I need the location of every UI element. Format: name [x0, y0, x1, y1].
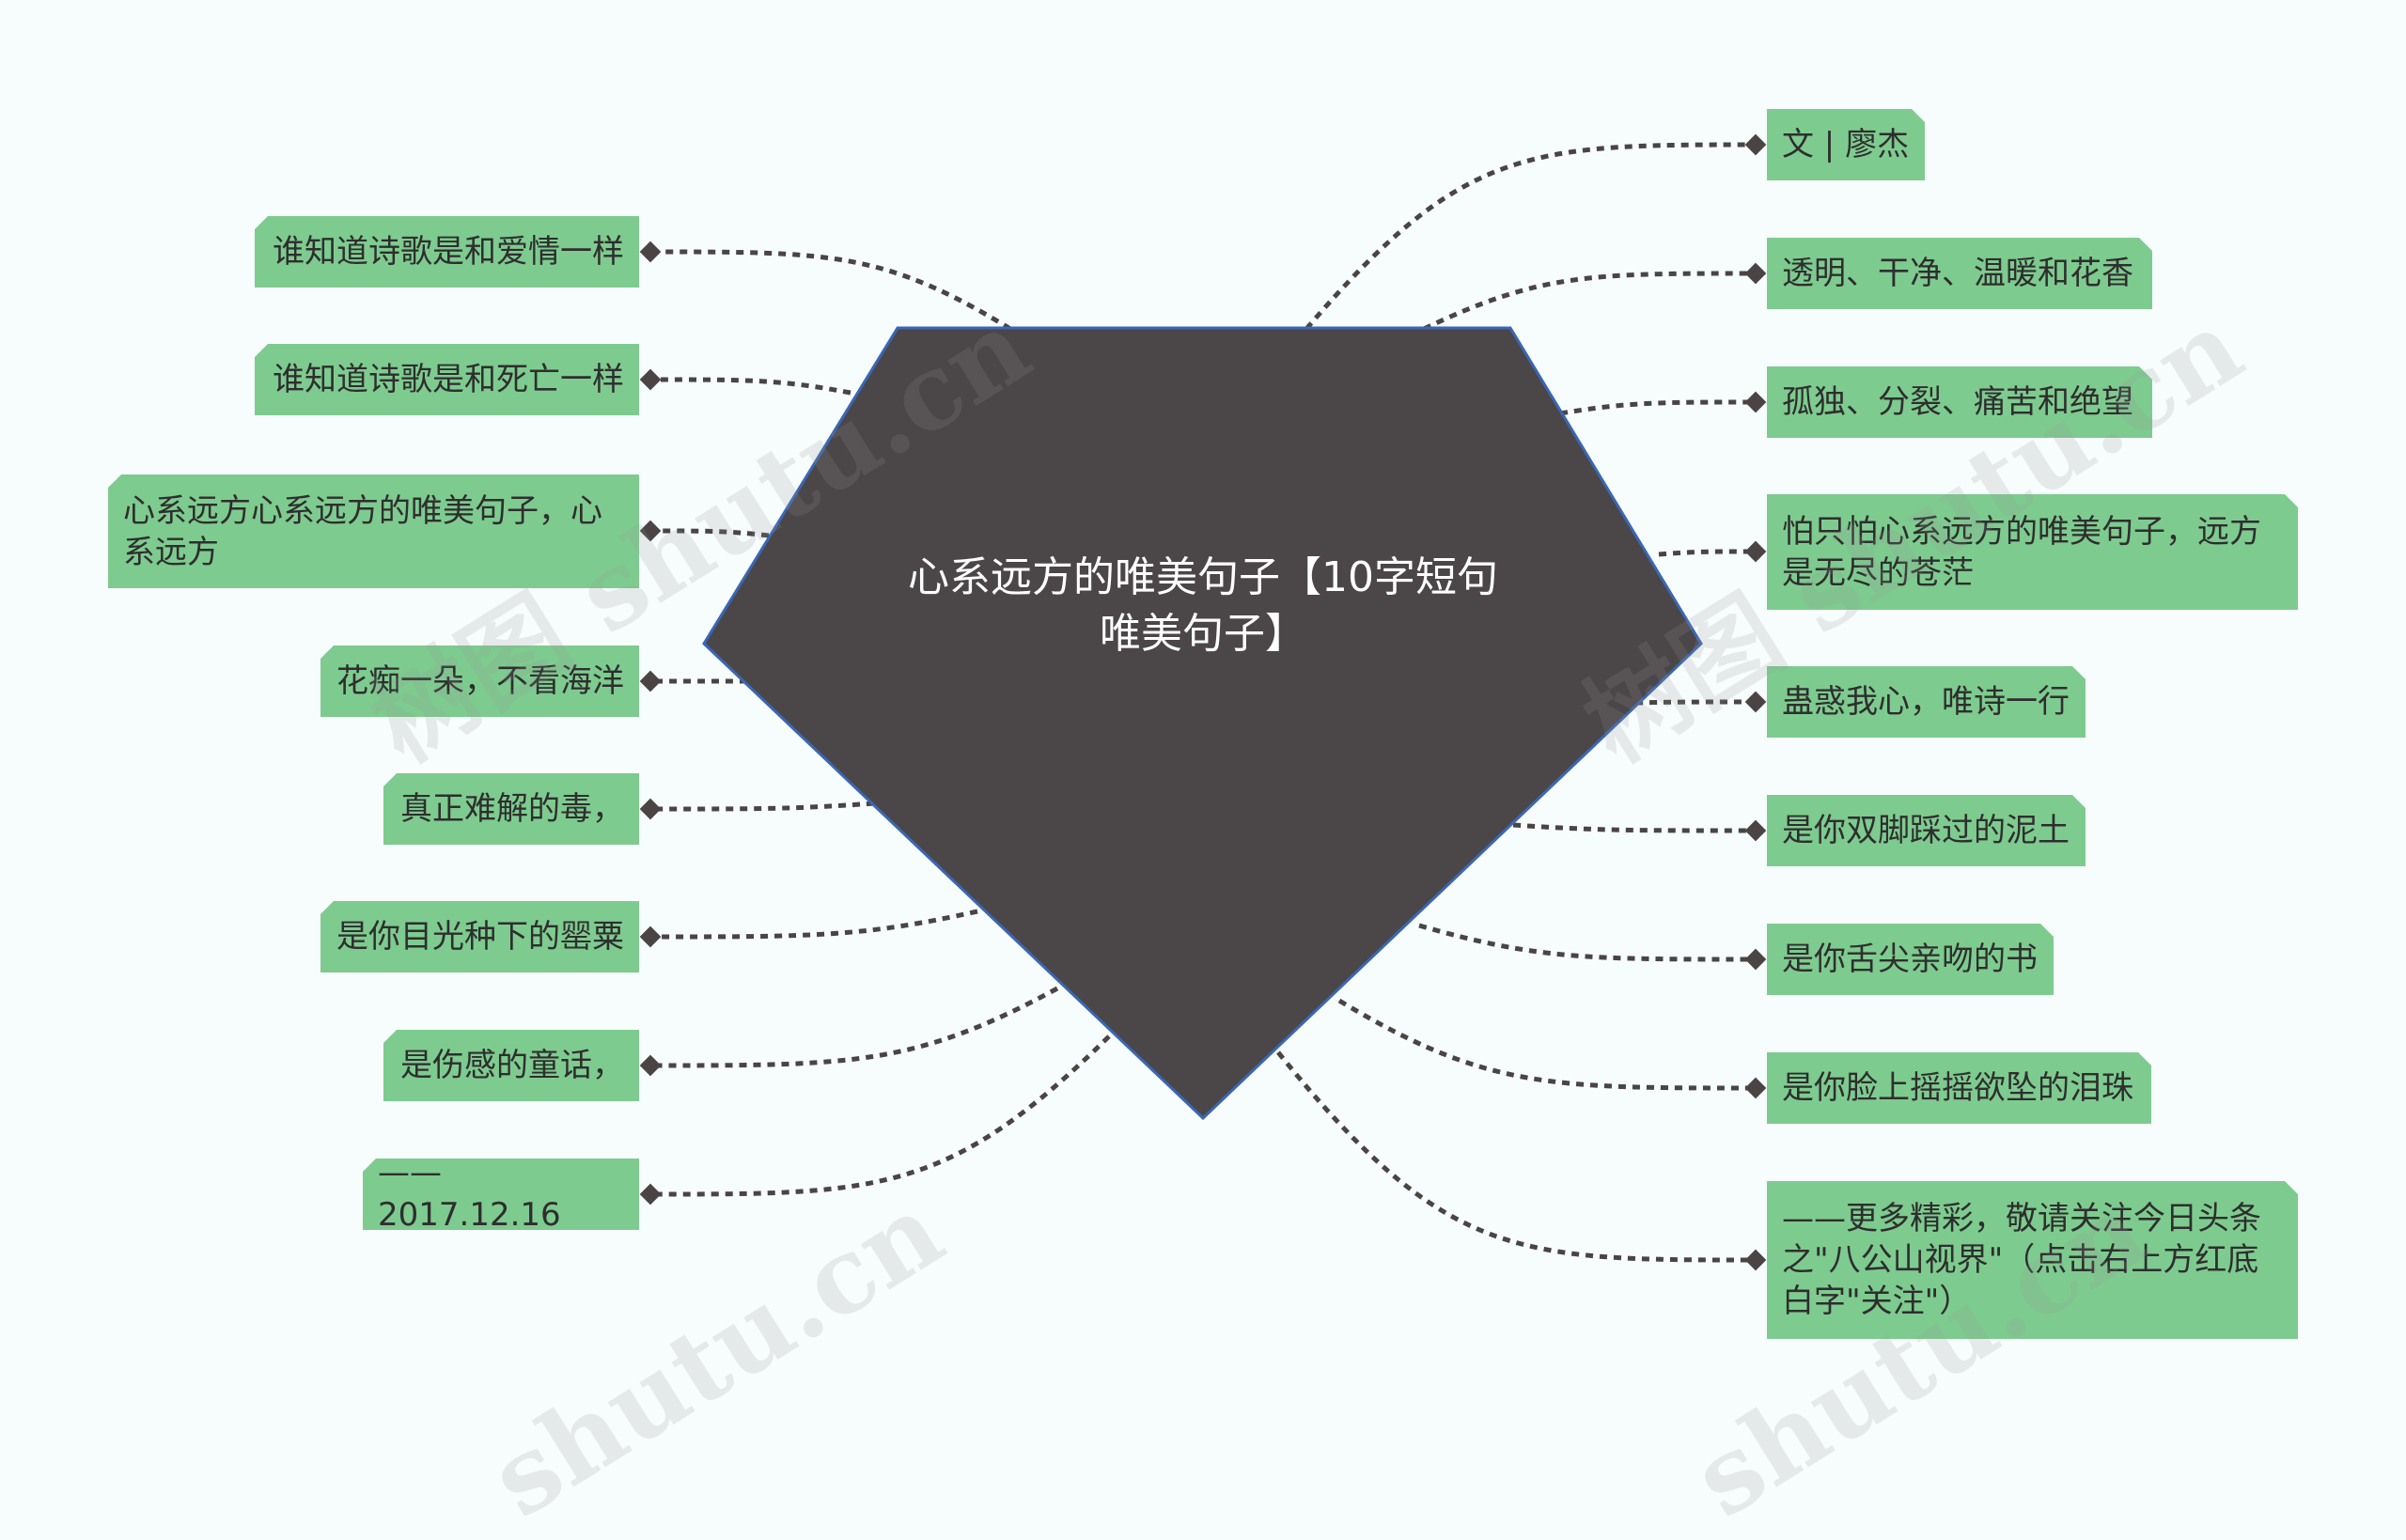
right-connector-2-diamond-icon	[1744, 262, 1767, 285]
right-connector-4-diamond-icon	[1744, 540, 1767, 563]
left-connector-4-diamond-icon	[639, 670, 662, 692]
right-node-5-text: 蛊惑我心，唯诗一行	[1782, 682, 2070, 721]
right-node-3[interactable]: 孤独、分裂、痛苦和绝望	[1767, 366, 2152, 438]
left-connector-2-diamond-icon	[639, 368, 662, 391]
left-connector-7-diamond-icon	[639, 1054, 662, 1077]
left-node-1[interactable]: 谁知道诗歌是和爱情一样	[255, 216, 639, 288]
left-node-4-text: 花痴一朵，不看海洋	[336, 661, 624, 700]
left-node-6-text: 是你目光种下的罂粟	[336, 917, 624, 956]
right-connector-3	[1559, 399, 1757, 416]
left-connector-3-diamond-icon	[639, 520, 662, 542]
right-connector-8	[1337, 998, 1757, 1091]
left-connector-2	[649, 377, 851, 396]
right-connector-1	[1305, 142, 1757, 331]
right-connector-1-diamond-icon	[1744, 133, 1767, 156]
left-node-3[interactable]: 心系远方心系远方的唯美句子，心系远方	[108, 474, 639, 588]
right-node-2-text: 透明、干净、温暖和花香	[1782, 254, 2133, 292]
left-connector-7	[649, 986, 1059, 1068]
right-node-1[interactable]: 文 | 廖杰	[1767, 109, 1925, 180]
right-connector-5	[1634, 699, 1757, 706]
center-topic-shape[interactable]	[702, 326, 1703, 1121]
right-node-6-text: 是你双脚踩过的泥土	[1782, 811, 2070, 849]
mind-map-canvas	[639, 133, 1767, 1271]
right-connector-6	[1512, 822, 1757, 833]
left-connector-3	[649, 528, 770, 538]
left-connector-8-diamond-icon	[639, 1183, 662, 1206]
right-node-2[interactable]: 透明、干净、温暖和花香	[1767, 238, 2152, 309]
left-node-6[interactable]: 是你目光种下的罂粟	[320, 901, 639, 972]
right-node-6[interactable]: 是你双脚踩过的泥土	[1767, 795, 2086, 866]
left-node-3-text: 心系远方心系远方的唯美句子，心系远方	[123, 491, 602, 571]
right-node-8[interactable]: 是你脸上摇摇欲坠的泪珠	[1767, 1052, 2151, 1124]
right-node-8-text: 是你脸上摇摇欲坠的泪珠	[1782, 1068, 2133, 1107]
right-connector-8-diamond-icon	[1744, 1077, 1767, 1099]
right-node-7-text: 是你舌尖亲吻的书	[1782, 940, 2038, 978]
right-connector-7-diamond-icon	[1744, 948, 1767, 971]
left-connector-6-diamond-icon	[639, 926, 662, 948]
right-node-9-text: ——更多精彩，敬请关注今日头条之"八公山视界"（点击右上方红底白字"关注"）	[1782, 1200, 2261, 1320]
right-connector-6-diamond-icon	[1744, 819, 1767, 842]
left-node-2-text: 谁知道诗歌是和死亡一样	[273, 360, 624, 398]
left-node-7-text: 是伤感的童话，	[400, 1046, 624, 1084]
left-connector-5	[649, 801, 875, 812]
right-connector-9-diamond-icon	[1744, 1249, 1767, 1271]
left-connector-1	[649, 249, 1012, 332]
left-node-5-text: 真正难解的毒，	[400, 789, 624, 828]
left-node-8[interactable]: ——2017.12.16	[363, 1154, 639, 1234]
right-connector-7	[1418, 923, 1757, 962]
left-node-5[interactable]: 真正难解的毒，	[383, 773, 639, 845]
right-connector-9	[1276, 1050, 1757, 1263]
left-connector-6	[649, 909, 978, 940]
right-node-7[interactable]: 是你舌尖亲吻的书	[1767, 924, 2054, 995]
right-node-5[interactable]: 蛊惑我心，唯诗一行	[1767, 666, 2086, 738]
left-node-8-text: ——2017.12.16	[378, 1154, 561, 1234]
right-node-9[interactable]: ——更多精彩，敬请关注今日头条之"八公山视界"（点击右上方红底白字"关注"）	[1767, 1181, 2298, 1339]
left-node-1-text: 谁知道诗歌是和爱情一样	[273, 232, 624, 271]
left-node-4[interactable]: 花痴一朵，不看海洋	[320, 646, 639, 717]
right-node-4-text: 怕只怕心系远方的唯美句子，远方是无尽的苍茫	[1782, 512, 2261, 592]
right-node-3-text: 孤独、分裂、痛苦和绝望	[1782, 382, 2133, 421]
connector-lines	[639, 133, 1767, 1271]
right-connector-3-diamond-icon	[1744, 391, 1767, 413]
left-connector-5-diamond-icon	[639, 798, 662, 820]
left-node-2[interactable]: 谁知道诗歌是和死亡一样	[255, 344, 639, 415]
right-connector-4	[1658, 549, 1757, 557]
left-node-7[interactable]: 是伤感的童话，	[383, 1030, 639, 1101]
right-connector-2	[1422, 271, 1757, 332]
left-connector-8	[649, 1034, 1111, 1197]
center-topic-label: 心系远方的唯美句子【10字短句唯美句子】	[908, 553, 1498, 658]
left-connector-1-diamond-icon	[639, 241, 662, 263]
right-node-1-text: 文 | 廖杰	[1782, 125, 1910, 163]
right-node-4[interactable]: 怕只怕心系远方的唯美句子，远方是无尽的苍茫	[1767, 494, 2298, 610]
right-connector-5-diamond-icon	[1744, 691, 1767, 713]
